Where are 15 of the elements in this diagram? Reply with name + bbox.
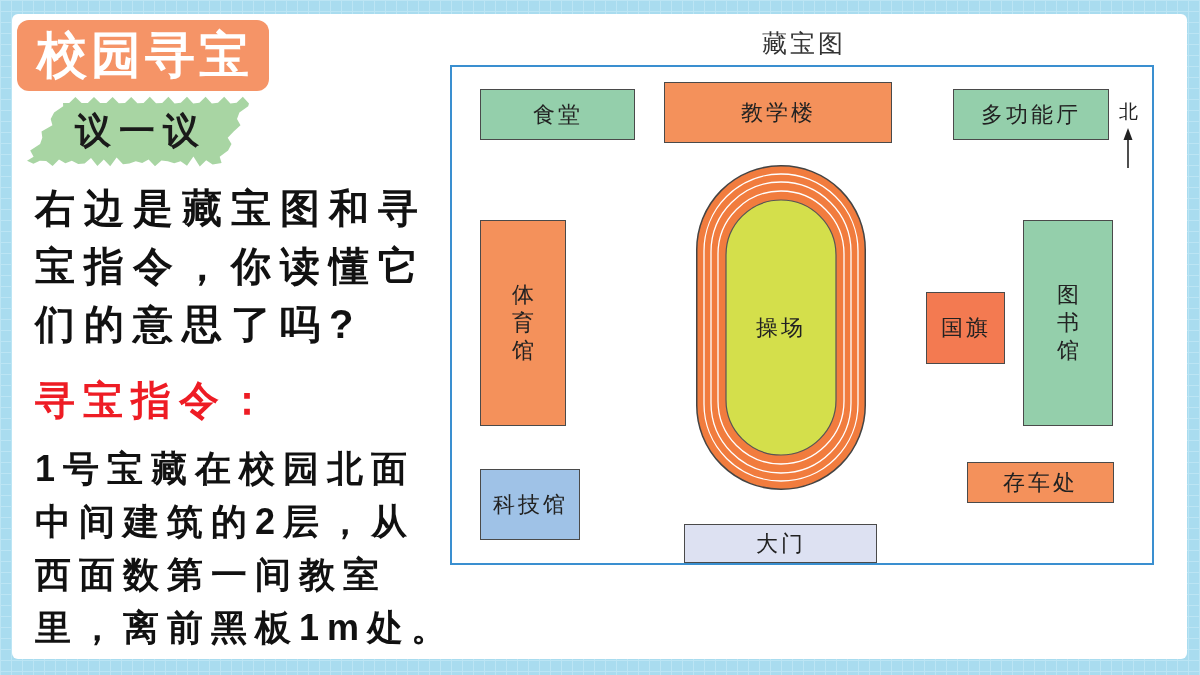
building-box: 科技馆 — [480, 469, 580, 540]
brush-banner: 议一议 — [25, 95, 249, 168]
instruction-text: 1号宝藏在校园北面中间建筑的2层，从西面数第一间教室里，离前黑板1m处。 — [35, 447, 457, 650]
building-box: 体育馆 — [480, 220, 566, 426]
building-box: 国旗 — [926, 292, 1005, 364]
instruction-heading: 寻宝指令： — [35, 377, 275, 424]
question-text: 右边是藏宝图和寻宝指令，你读懂它们的意思了吗? — [35, 185, 428, 348]
building-box: 食堂 — [480, 89, 635, 140]
building-box: 图书馆 — [1023, 220, 1113, 426]
building-box: 存车处 — [967, 462, 1114, 503]
map-title: 藏宝图 — [760, 29, 846, 59]
title-banner: 校园寻宝 — [17, 20, 269, 91]
building-box: 教学楼 — [664, 82, 892, 143]
building-box: 多功能厅 — [953, 89, 1109, 140]
building-box: 大门 — [684, 524, 877, 563]
